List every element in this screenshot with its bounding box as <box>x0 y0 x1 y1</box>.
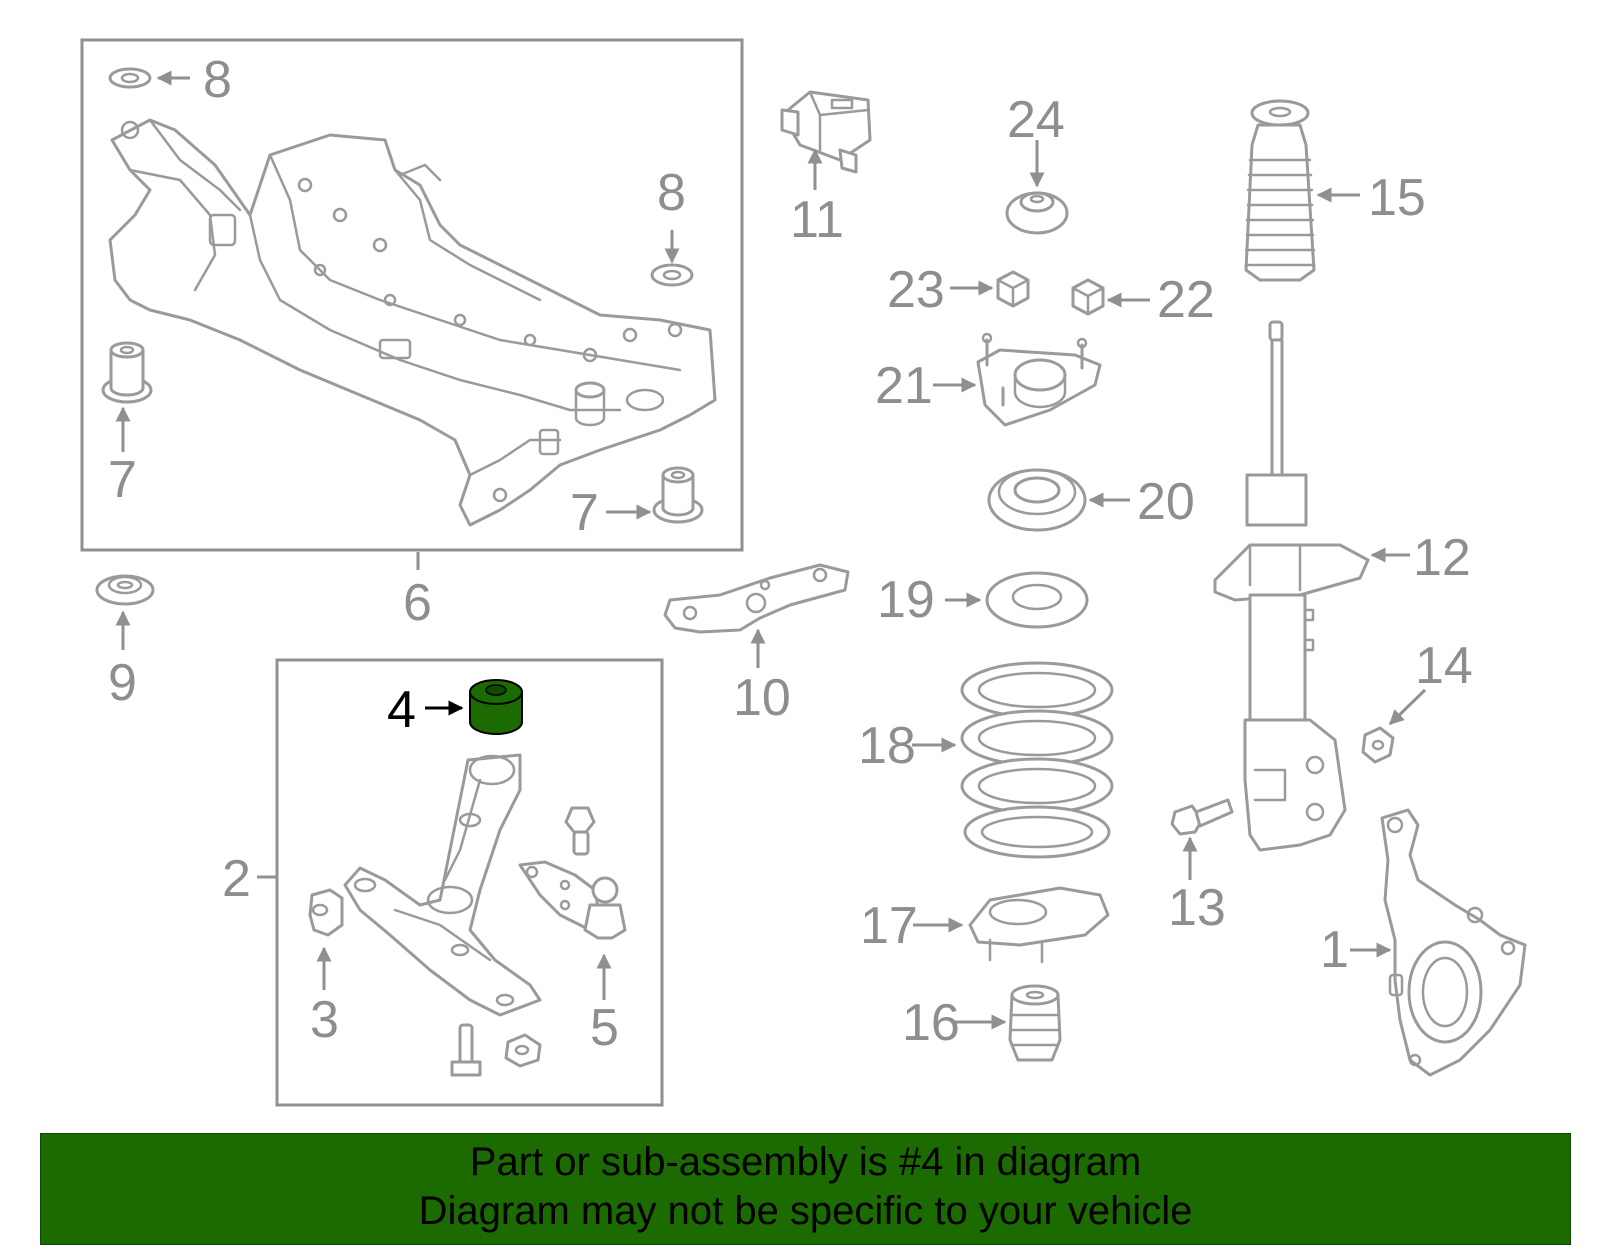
part-4-bushing-highlighted <box>469 679 523 735</box>
part-19-spring-seat <box>985 571 1089 629</box>
part-5-ball-joint <box>518 860 627 940</box>
callout-8a: 8 <box>203 51 232 109</box>
callout-7a: 7 <box>108 451 137 509</box>
part-14-nut <box>1361 726 1395 764</box>
notice-banner: Part or sub-assembly is #4 in diagram Di… <box>40 1133 1571 1245</box>
part-3-bushing <box>308 888 344 937</box>
callout-4: 4 <box>387 681 416 739</box>
part-8-washer-a <box>108 67 152 89</box>
callout-6: 6 <box>403 574 432 632</box>
callout-5: 5 <box>590 999 619 1057</box>
arm-mount-nut <box>504 1033 542 1068</box>
callout-17: 17 <box>860 897 918 955</box>
callout-23: 23 <box>887 261 945 319</box>
part-8-washer-b <box>650 263 694 287</box>
callout-20: 20 <box>1137 473 1195 531</box>
callout-12: 12 <box>1413 529 1471 587</box>
part-24-mount-cap <box>1005 191 1069 235</box>
part-18-coil-spring <box>960 661 1114 859</box>
arm-mount-bolt <box>450 1023 482 1077</box>
callout-13: 13 <box>1168 879 1226 937</box>
part-20-bearing <box>987 468 1087 532</box>
callout-19: 19 <box>877 571 935 629</box>
callout-1: 1 <box>1320 921 1349 979</box>
callout-15: 15 <box>1368 169 1426 227</box>
part-16-bump-stop <box>1008 984 1062 1062</box>
part-13-bolt <box>1170 798 1234 836</box>
part-22-nut <box>1071 278 1105 316</box>
callout-24: 24 <box>1007 91 1065 149</box>
part-1-steering-knuckle <box>1380 808 1527 1077</box>
callout-9: 9 <box>108 654 137 712</box>
part-21-strut-mount <box>976 332 1102 427</box>
part-10-bracket <box>663 563 850 634</box>
part-15-dust-boot <box>1244 99 1316 282</box>
subframe-group-box <box>80 38 744 552</box>
callout-2: 2 <box>222 850 251 908</box>
notice-line-2: Diagram may not be specific to your vehi… <box>418 1189 1193 1233</box>
part-11-mount-bracket <box>780 90 872 174</box>
callout-7b: 7 <box>570 484 599 542</box>
part-9-mount-washer <box>95 574 155 606</box>
lower-control-arm <box>343 753 542 1017</box>
part-12-strut-assembly <box>1213 320 1370 852</box>
callout-11: 11 <box>790 191 844 249</box>
part-7-bushing-a <box>101 341 153 404</box>
callout-3: 3 <box>310 991 339 1049</box>
part-17-insulator <box>968 886 1110 964</box>
crossmember-subframe <box>108 118 717 527</box>
callout-14: 14 <box>1415 637 1473 695</box>
callout-8b: 8 <box>657 164 686 222</box>
callout-16: 16 <box>902 994 960 1052</box>
callout-10: 10 <box>733 669 791 727</box>
notice-line-1: Part or sub-assembly is #4 in diagram <box>469 1140 1142 1184</box>
ball-joint-bolt <box>564 806 596 856</box>
callout-22: 22 <box>1157 271 1215 329</box>
control-arm-group-box <box>275 658 664 1107</box>
part-23-nut <box>996 270 1030 308</box>
part-7-bushing-b <box>652 466 704 524</box>
callout-21: 21 <box>875 357 933 415</box>
callout-18: 18 <box>858 717 916 775</box>
